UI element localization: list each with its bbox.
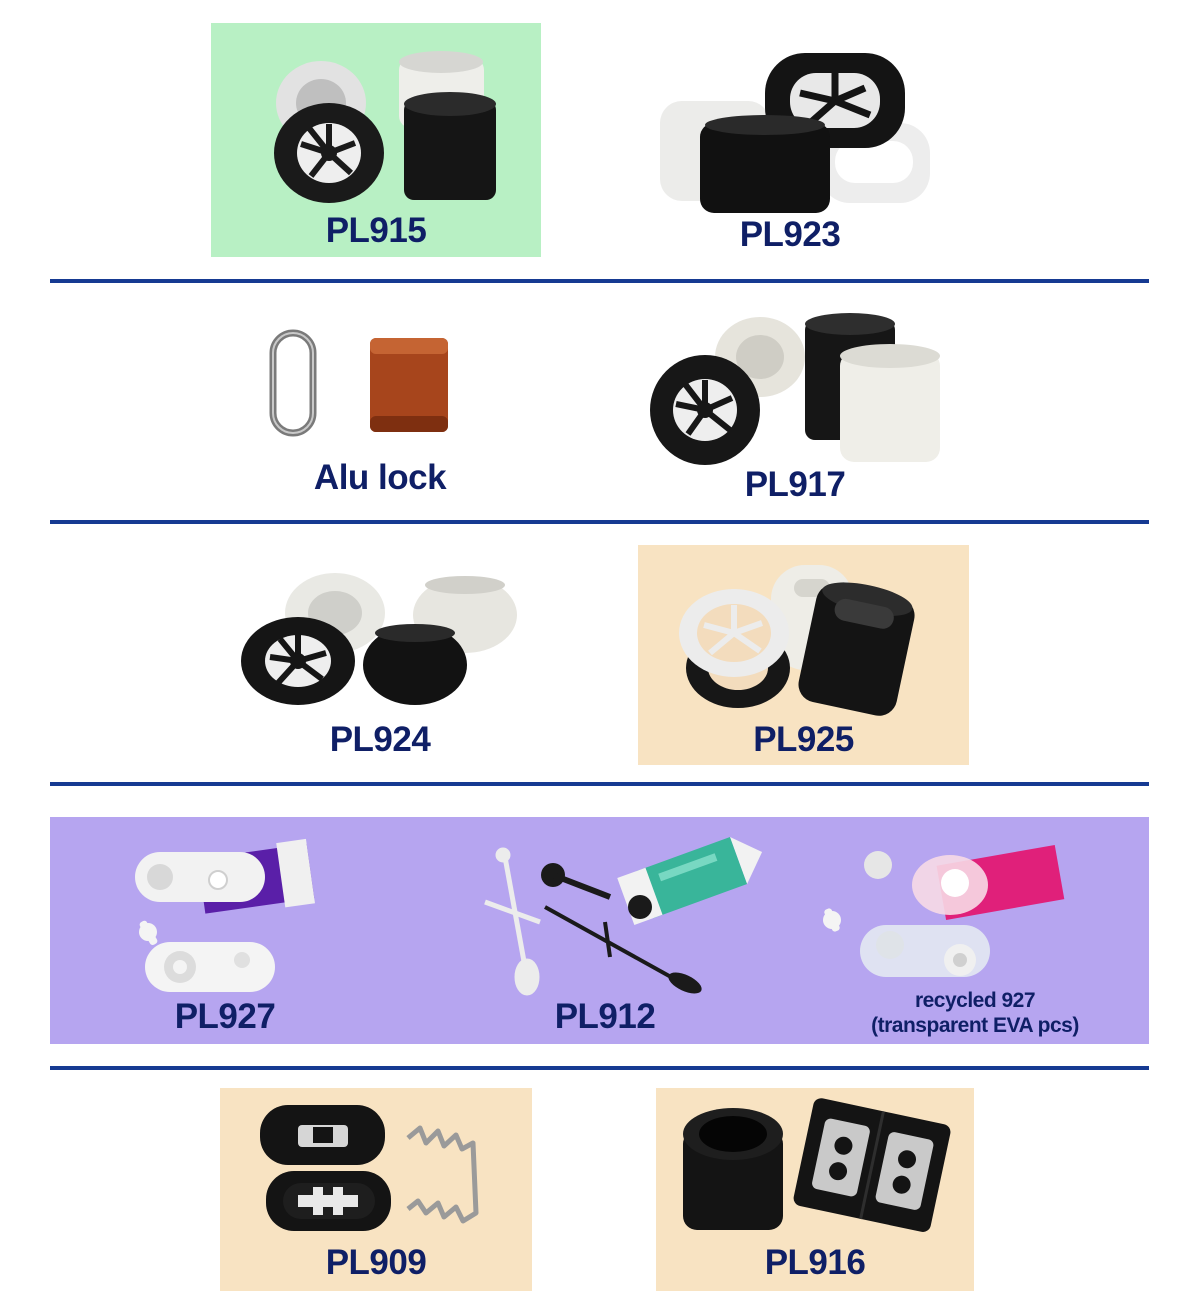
product-tile-pl924[interactable]: PL924 [215,545,545,765]
hinged-cord-lock-icon [683,1098,951,1232]
cord-lock-stack-icon [274,51,496,203]
cord-lock-stack-icon [679,565,915,716]
product-tile-pl927[interactable]: PL927 [50,817,400,1044]
product-tile-pl912[interactable]: PL912 [425,817,785,1044]
rivet-tag-set-icon [484,837,763,996]
product-label-pl917: PL917 [744,465,846,504]
product-label-pl927: PL927 [174,997,276,1036]
product-tile-alu-lock[interactable]: Alu lock [215,300,545,510]
barrel-cord-lock-icon [241,573,517,705]
product-tile-pl917[interactable]: PL917 [630,300,960,510]
product-band-fasteners: PL927 PL912 [50,817,1149,1044]
oval-cord-lock-stack-icon [660,53,930,213]
section-divider [50,279,1149,283]
product-tile-recycled-927[interactable]: recycled 927 (transparent EVA pcs) [795,817,1149,1044]
product-label-pl923: PL923 [739,215,841,254]
section-divider [50,782,1149,786]
product-label-alu-lock: Alu lock [313,458,447,497]
product-tile-pl909[interactable]: PL909 [220,1088,532,1291]
product-tile-pl916[interactable]: PL916 [656,1088,974,1291]
product-label-pl925: PL925 [753,720,854,759]
fabric-tab-fastener-icon [823,844,1065,977]
section-divider [50,1066,1149,1070]
fabric-tab-fastener-icon [135,838,315,992]
product-label-pl912: PL912 [554,997,656,1036]
product-tile-pl923[interactable]: PL923 [625,23,955,257]
section-divider [50,520,1149,524]
product-label-pl909: PL909 [325,1243,427,1282]
product-tile-pl925[interactable]: PL925 [638,545,969,765]
product-label-recycled-927: recycled 927 [914,989,1036,1012]
product-tile-pl915[interactable]: PL915 [211,23,541,257]
spring-cord-lock-icon [260,1105,479,1231]
product-label-pl916: PL916 [764,1243,866,1282]
aluminium-lock-icon [269,329,448,437]
product-label-recycled-927-detail: (transparent EVA pcs) [871,1014,1079,1037]
product-label-pl915: PL915 [325,211,427,250]
cord-lock-stack-icon [650,313,940,465]
product-label-pl924: PL924 [329,720,431,759]
